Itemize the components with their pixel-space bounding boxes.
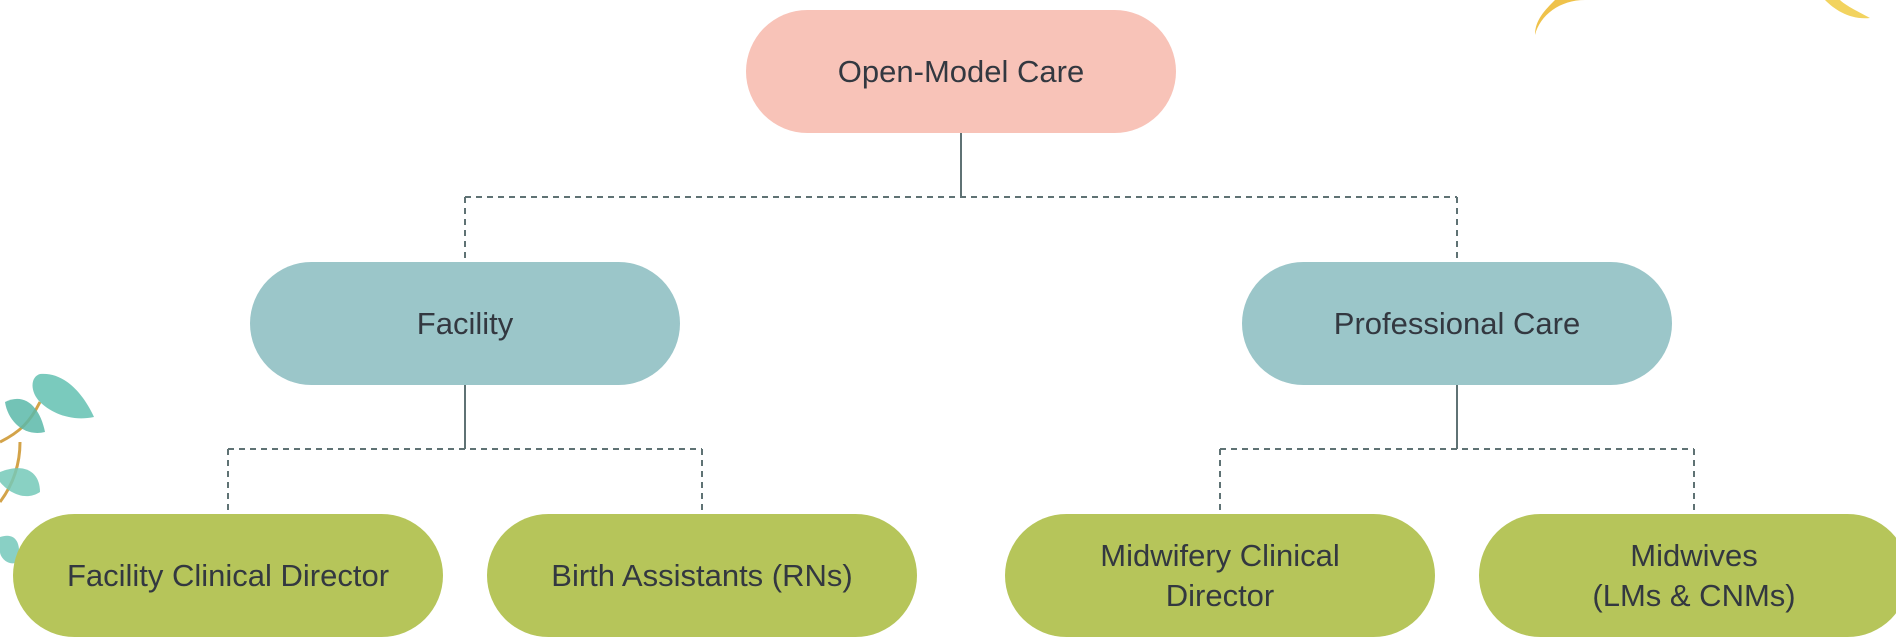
- branch-node-facility: Facility: [250, 262, 680, 385]
- leaf-node-birth-assistants: Birth Assistants (RNs): [487, 514, 917, 637]
- node-label: Midwives (LMs & CNMs): [1592, 537, 1796, 613]
- node-label: Facility Clinical Director: [66, 557, 390, 593]
- node-label: Professional Care: [1333, 305, 1581, 341]
- leaf-node-midwifery-clinical-director: Midwifery Clinical Director: [1005, 514, 1435, 637]
- node-label: Midwifery Clinical Director: [1100, 537, 1340, 613]
- leaf-node-facility-clinical-director: Facility Clinical Director: [13, 514, 443, 637]
- node-label: Facility: [416, 305, 514, 341]
- yellow-leaf-icon: [1535, 0, 1870, 35]
- leaf-node-midwives: Midwives (LMs & CNMs): [1479, 514, 1896, 637]
- node-label: Birth Assistants (RNs): [551, 557, 853, 593]
- node-label: Open-Model Care: [837, 53, 1085, 89]
- branch-node-professional-care: Professional Care: [1242, 262, 1672, 385]
- root-node-open-model-care: Open-Model Care: [746, 10, 1176, 133]
- leaf-sprig-icon: [0, 373, 94, 564]
